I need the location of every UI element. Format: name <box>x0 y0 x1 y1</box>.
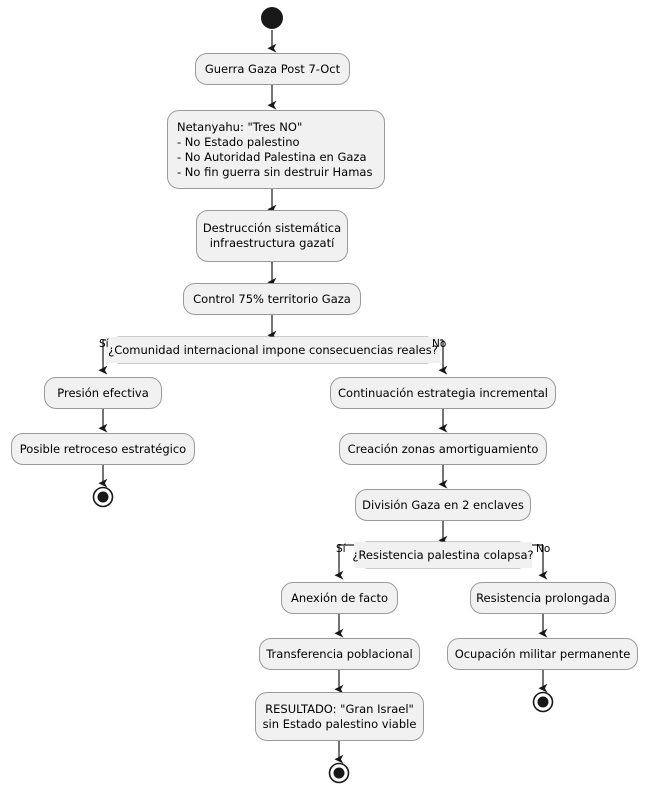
activity-node-division-gaza[interactable]: División Gaza en 2 enclaves <box>355 489 531 521</box>
activity-node-presion-efectiva[interactable]: Presión efectiva <box>44 377 162 409</box>
activity-node-control-territorio[interactable]: Control 75% territorio Gaza <box>183 283 361 315</box>
end-node-resultado-branch[interactable] <box>328 762 350 784</box>
activity-node-creacion-zonas[interactable]: Creación zonas amortiguamiento <box>339 433 547 465</box>
branch-label-d1-no: No <box>432 338 447 350</box>
activity-node-resultado-gran-israel[interactable]: RESULTADO: "Gran Israel" sin Estado pale… <box>255 692 424 741</box>
activity-node-destruccion-sistematica[interactable]: Destrucción sistemática infraestructura … <box>196 210 348 262</box>
activity-node-resistencia-prolongada[interactable]: Resistencia prolongada <box>470 582 616 614</box>
activity-node-netanyahu-tres-no[interactable]: Netanyahu: "Tres NO" - No Estado palesti… <box>167 110 385 189</box>
activity-node-anexion-de-facto[interactable]: Anexión de facto <box>281 582 398 614</box>
branch-label-d2-yes: Sí <box>336 543 346 555</box>
branch-label-d2-no: No <box>536 543 551 555</box>
activity-node-transferencia-poblacional[interactable]: Transferencia poblacional <box>259 638 420 670</box>
end-node-resistencia-branch[interactable] <box>532 691 554 713</box>
end-node-left-branch[interactable] <box>92 486 114 508</box>
decision-comunidad-internacional[interactable]: ¿Comunidad internacional impone consecue… <box>106 337 440 363</box>
activity-node-continuacion-estrategia[interactable]: Continuación estrategia incremental <box>330 377 556 409</box>
branch-label-d1-yes: Sí <box>99 338 109 350</box>
decision-resistencia-colapsa[interactable]: ¿Resistencia palestina colapsa? <box>352 542 534 568</box>
activity-node-ocupacion-militar[interactable]: Ocupación militar permanente <box>447 638 638 670</box>
start-node[interactable] <box>261 7 283 29</box>
activity-node-guerra-gaza[interactable]: Guerra Gaza Post 7-Oct <box>195 53 350 85</box>
activity-node-posible-retroceso[interactable]: Posible retroceso estratégico <box>11 433 195 465</box>
